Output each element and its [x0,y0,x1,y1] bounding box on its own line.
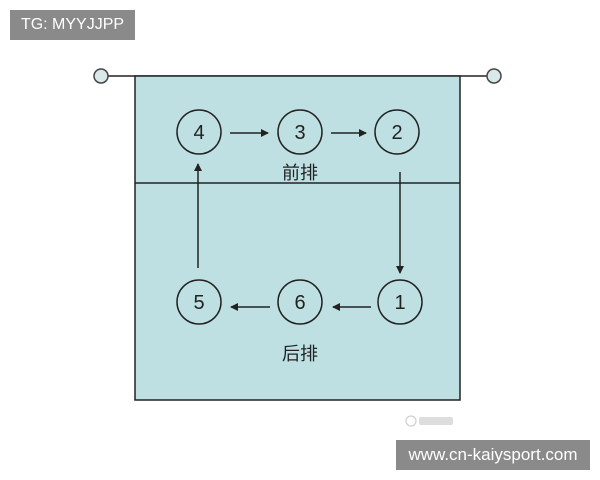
position-1: 1 [377,279,423,325]
position-number: 3 [294,122,305,144]
position-6: 6 [277,279,323,325]
position-number: 6 [294,292,305,314]
front-row-label: 前排 [282,163,318,184]
position-number: 4 [193,122,204,144]
right-net-post [486,68,502,84]
position-number: 2 [391,122,402,144]
position-circle [176,279,222,325]
position-2: 2 [374,109,420,155]
website-watermark: www.cn-kaiysport.com [396,440,590,470]
position-circle [277,109,323,155]
position-4: 4 [176,109,222,155]
faint-logo-mark [405,415,453,427]
tg-label: TG: MYYJJPP [10,10,135,40]
left-net-post [93,68,109,84]
position-circle [176,109,222,155]
back-row-label: 后排 [282,344,318,365]
position-circle [374,109,420,155]
position-3: 3 [277,109,323,155]
position-circle [277,279,323,325]
position-number: 1 [394,292,405,314]
position-number: 5 [193,292,204,314]
position-circle [377,279,423,325]
position-5: 5 [176,279,222,325]
